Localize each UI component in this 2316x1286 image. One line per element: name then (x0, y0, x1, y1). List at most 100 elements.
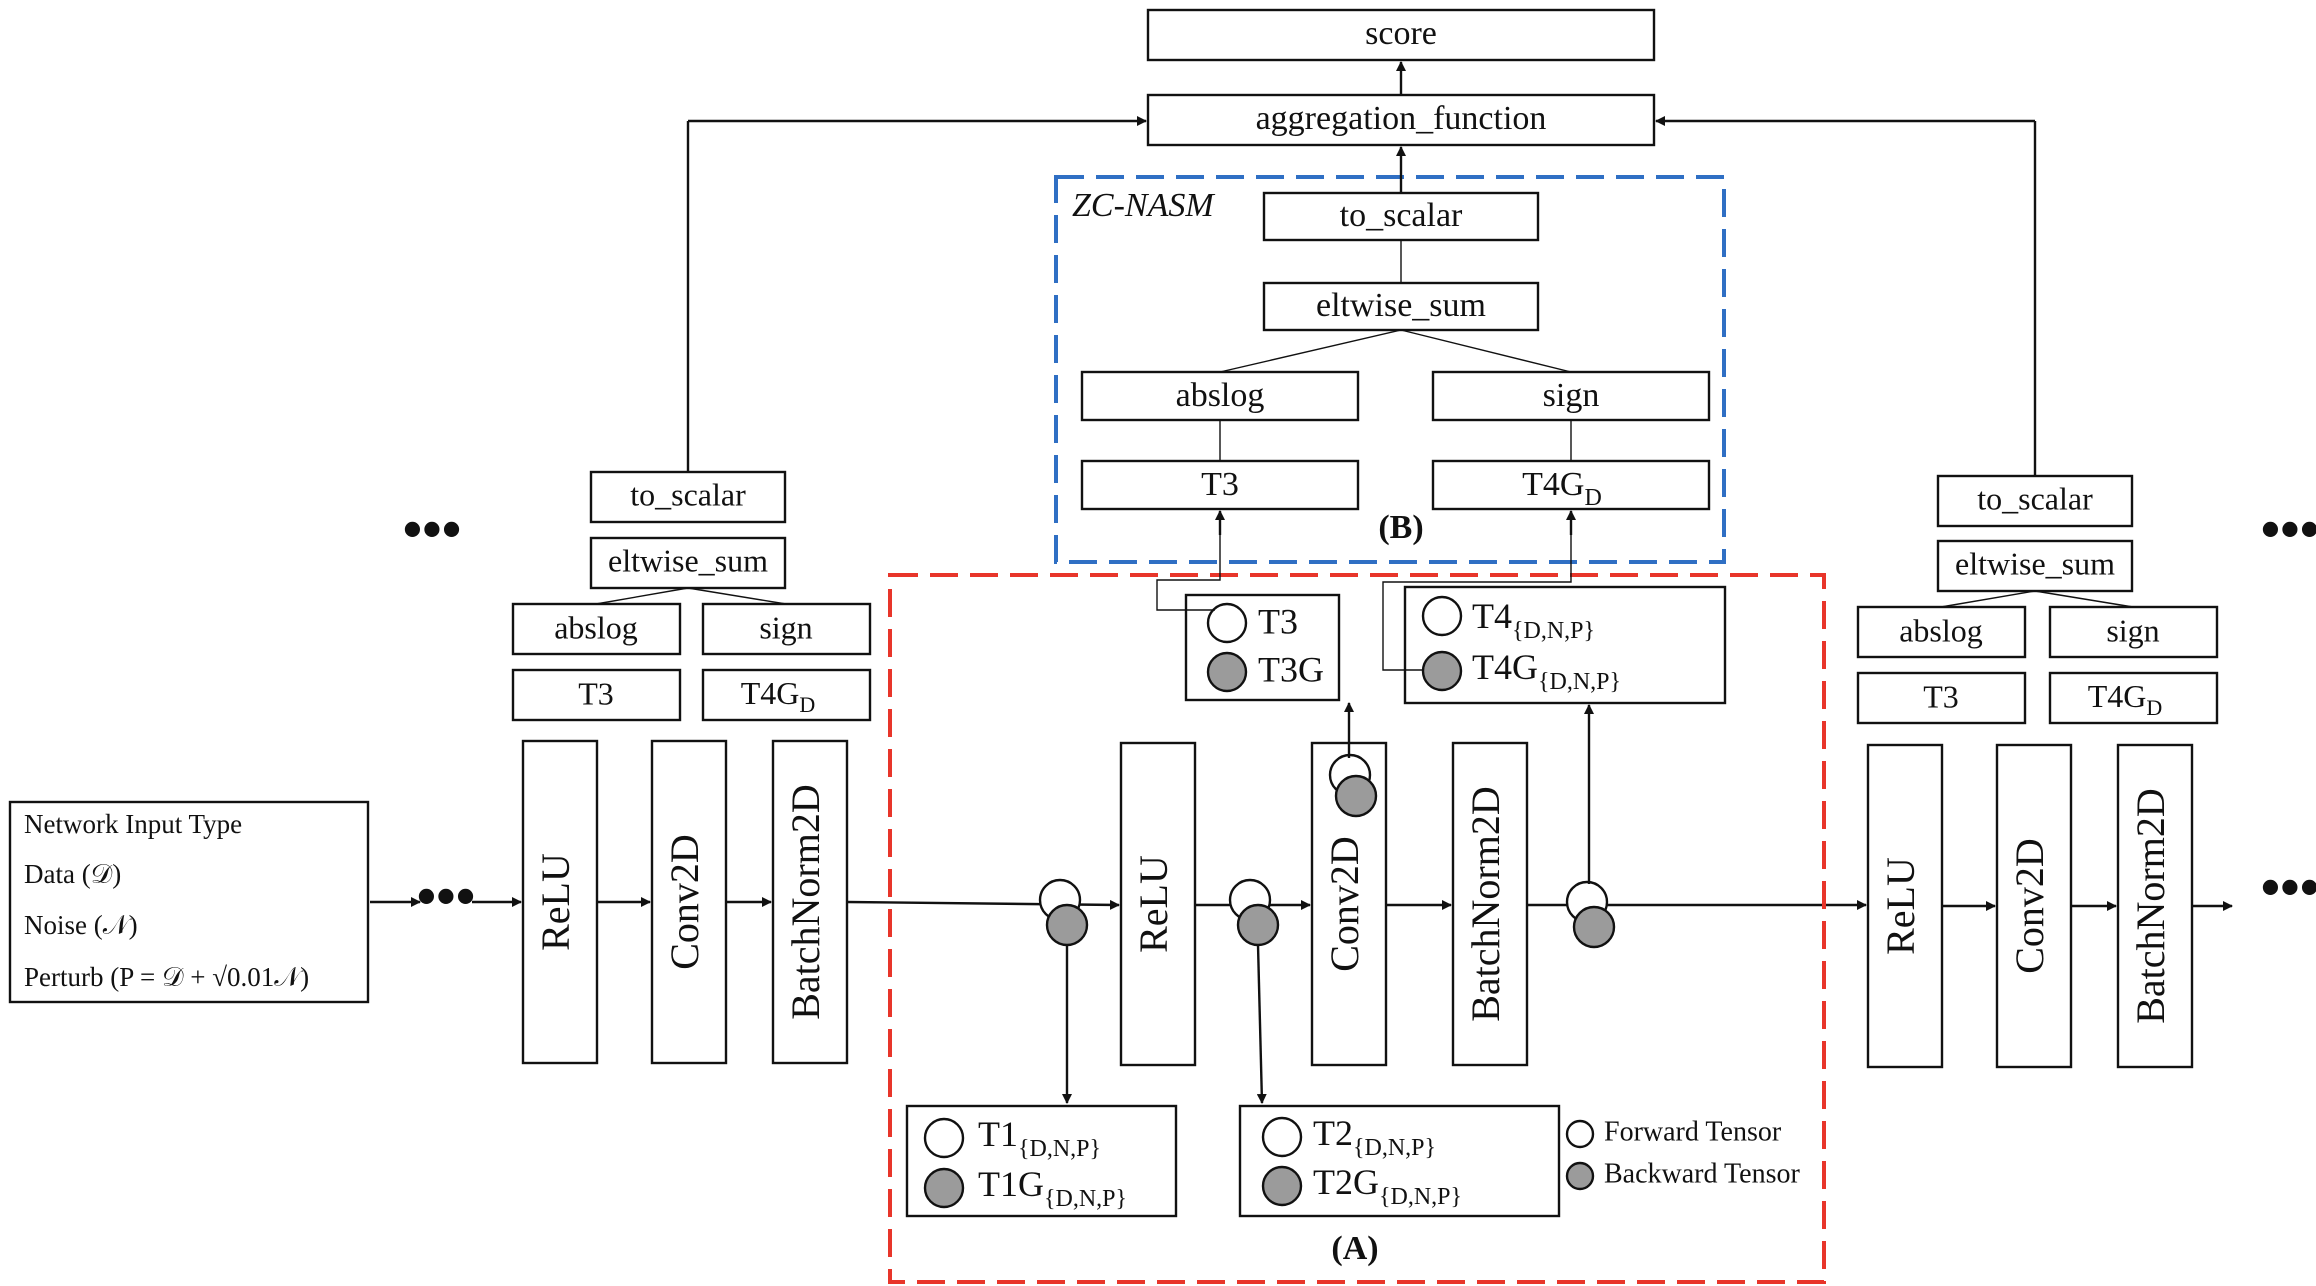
detail-region-a (888, 573, 1826, 1284)
left-batchnorm2d-layer (771, 739, 849, 1065)
t3-to-zc-connector (1156, 511, 1221, 611)
input-perturb: Perturb (P = 𝒟 + √0.01𝒩) (24, 962, 309, 992)
left-relu-layer (521, 739, 599, 1065)
forward-tensor-legend-icon (1565, 1119, 1595, 1149)
t2-label: T2{D,N,P} (1313, 1113, 1436, 1160)
left-relu-label: ReLU (533, 853, 578, 951)
t4g-label: T4G{D,N,P} (1472, 647, 1621, 694)
ellipsis-dots: ••• (417, 866, 476, 928)
zc-sign-box (1431, 370, 1711, 422)
zc-sign-label: sign (1543, 377, 1600, 414)
left-conv2d-label: Conv2D (662, 834, 707, 970)
left-t4g-label: T4GD (741, 675, 816, 717)
mid-batchnorm2d-layer (1451, 741, 1529, 1067)
left-abslog-box (511, 602, 682, 656)
ellipsis-dots: ••• (403, 499, 462, 561)
backward-tensor-marker (1045, 903, 1089, 947)
zc-eltwise-sum-box (1262, 281, 1540, 332)
t1g-label: T1G{D,N,P} (978, 1164, 1127, 1211)
left-to-scalar-box (589, 470, 787, 524)
mid-conv2d-label: Conv2D (1322, 836, 1367, 972)
forward-tensor-icon (1261, 1116, 1303, 1158)
right-eltwise-sum-label: eltwise_sum (1955, 545, 2115, 581)
backward-tensor-marker (1236, 903, 1280, 947)
right-connector (2034, 590, 2134, 608)
right-t4g-label: T4GD (2088, 678, 2163, 720)
t1-label: T1{D,N,P} (978, 1114, 1101, 1161)
right-batchnorm2d-label: BatchNorm2D (2128, 788, 2173, 1024)
right-conv2d-layer (1995, 743, 2073, 1069)
ellipsis-dots: ••• (2261, 499, 2316, 561)
right-to-scalar-box (1936, 474, 2134, 528)
backward-tensor-icon (1261, 1165, 1303, 1207)
backward-tensor-icon (923, 1167, 965, 1209)
right-conv2d-label: Conv2D (2007, 838, 2052, 974)
backward-tensor-icon (1206, 651, 1248, 693)
backward-tensor-legend-icon (1565, 1161, 1595, 1191)
zc-to-scalar-label: to_scalar (1340, 197, 1463, 234)
forward-tensor-icon (1206, 602, 1248, 644)
t3g-label: T3G (1258, 649, 1324, 689)
mid-relu-label: ReLU (1131, 855, 1176, 953)
zc-connector (1219, 329, 1402, 373)
zc-t3-label: T3 (1201, 466, 1239, 503)
backward-tensor-legend-label: Backward Tensor (1604, 1158, 1800, 1189)
input-noise: Noise (𝒩) (24, 910, 138, 940)
ellipsis-dots: ••• (2261, 857, 2316, 919)
right-relu-layer (1866, 743, 1944, 1069)
left-t4g-box (701, 668, 872, 722)
right-abslog-label: abslog (1899, 612, 1983, 648)
right-connector (1940, 590, 2036, 608)
score-label: score (1365, 15, 1437, 52)
aggregation-function-label: aggregation_function (1256, 100, 1547, 137)
t2-tap-arrow (1256, 944, 1267, 1104)
left-sign-box (701, 602, 872, 656)
right-t3-box (1856, 671, 2027, 725)
zc-eltwise-sum-label: eltwise_sum (1316, 287, 1486, 324)
right-batchnorm2d-layer (2116, 743, 2194, 1069)
left-to-scalar-label: to_scalar (630, 476, 746, 512)
t2g-label: T2G{D,N,P} (1313, 1162, 1462, 1209)
zc-t3-box (1080, 459, 1360, 511)
backward-tensor-icon (1421, 650, 1463, 692)
left-t3-box (511, 668, 682, 722)
left-connector (595, 587, 689, 605)
left-conv2d-layer (650, 739, 728, 1065)
forward-tensor-icon (923, 1117, 965, 1159)
right-eltwise-sum-box (1936, 539, 2134, 593)
score-box (1146, 8, 1656, 62)
zc-region-label: (B) (1378, 509, 1423, 546)
left-eltwise-sum-label: eltwise_sum (608, 542, 768, 578)
left-connector (687, 587, 787, 605)
right-t3-label: T3 (1923, 678, 1959, 714)
aggregation-function-box (1146, 93, 1656, 147)
region-a-label: (A) (1331, 1230, 1378, 1267)
zc-nasm-title: ZC-NASM (1072, 187, 1215, 224)
left-batchnorm2d-label: BatchNorm2D (783, 784, 828, 1020)
left-eltwise-sum-box (589, 536, 787, 590)
right-sign-label: sign (2106, 612, 2159, 648)
right-sign-box (2048, 605, 2219, 659)
right-relu-label: ReLU (1878, 857, 1923, 955)
zc-abslog-label: abslog (1176, 377, 1265, 414)
left-sign-label: sign (759, 609, 812, 645)
right-to-scalar-label: to_scalar (1977, 480, 2093, 516)
left-abslog-label: abslog (554, 609, 638, 645)
input-data: Data (𝒟) (24, 859, 121, 889)
t4-label: T4{D,N,P} (1472, 596, 1595, 643)
right-t4g-box (2048, 671, 2219, 725)
backward-tensor-marker (1572, 905, 1616, 949)
t3-label: T3 (1258, 601, 1298, 641)
mid-batchnorm2d-label: BatchNorm2D (1463, 786, 1508, 1022)
zc-t4g-label: T4GD (1522, 466, 1602, 511)
forward-tensor-legend-label: Forward Tensor (1604, 1116, 1782, 1147)
backward-tensor-marker (1334, 774, 1378, 818)
forward-tensor-icon (1421, 595, 1463, 637)
zc-nasm-region (1054, 175, 1726, 564)
zc-connector (1400, 329, 1572, 373)
network-input-type-box (8, 800, 370, 1004)
t4g-to-zc-connector (1382, 511, 1572, 671)
zc-to-scalar-box (1262, 191, 1540, 242)
input-title: Network Input Type (24, 809, 242, 839)
